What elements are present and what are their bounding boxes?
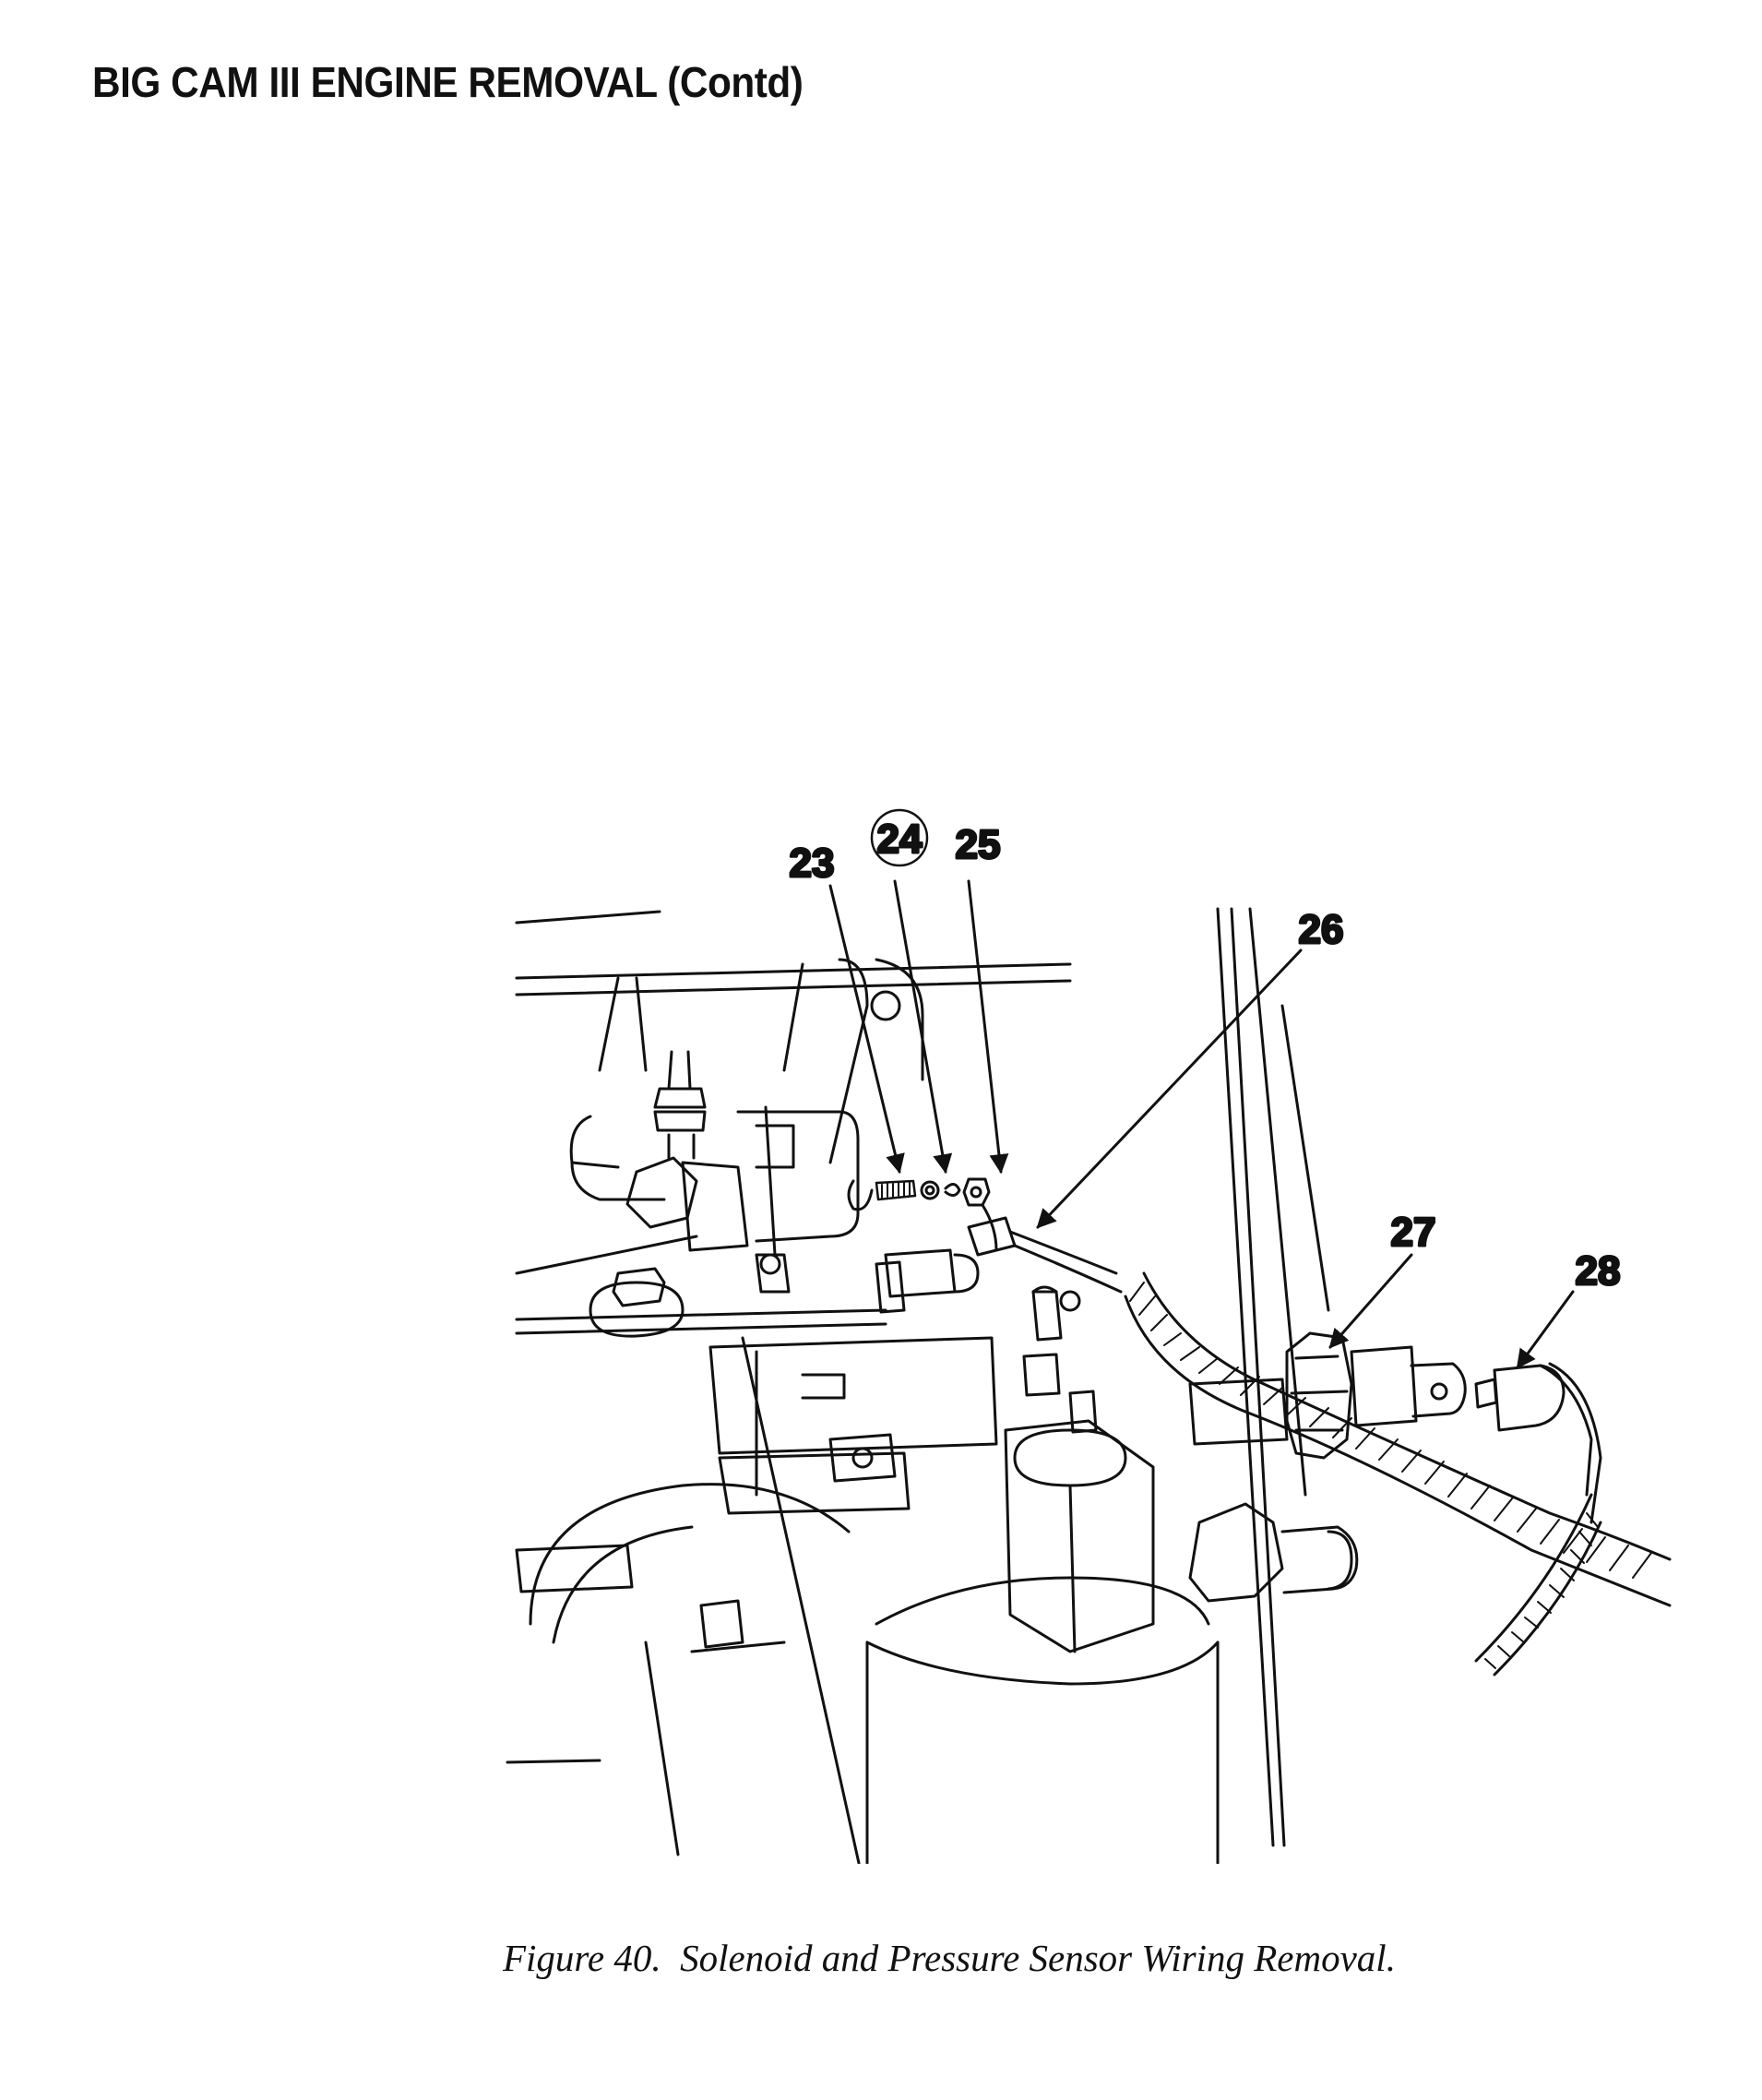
engine-illustration: 23 24 25 26 27 28 [480,793,1679,1864]
callout-26: 26 [1299,907,1344,952]
callout-27: 27 [1391,1210,1436,1255]
callout-25: 25 [956,822,1001,867]
figure-caption: Figure 40. Solenoid and Pressure Sensor … [503,1937,1396,1979]
callout-28: 28 [1576,1248,1621,1294]
engine-line-art [506,907,1672,1864]
callout-24: 24 [877,817,923,862]
page-title: BIG CAM III ENGINE REMOVAL (Contd) [92,58,804,106]
callout-leaders [828,879,1575,1369]
callout-24-circle [870,808,929,867]
callout-23: 23 [790,841,835,886]
